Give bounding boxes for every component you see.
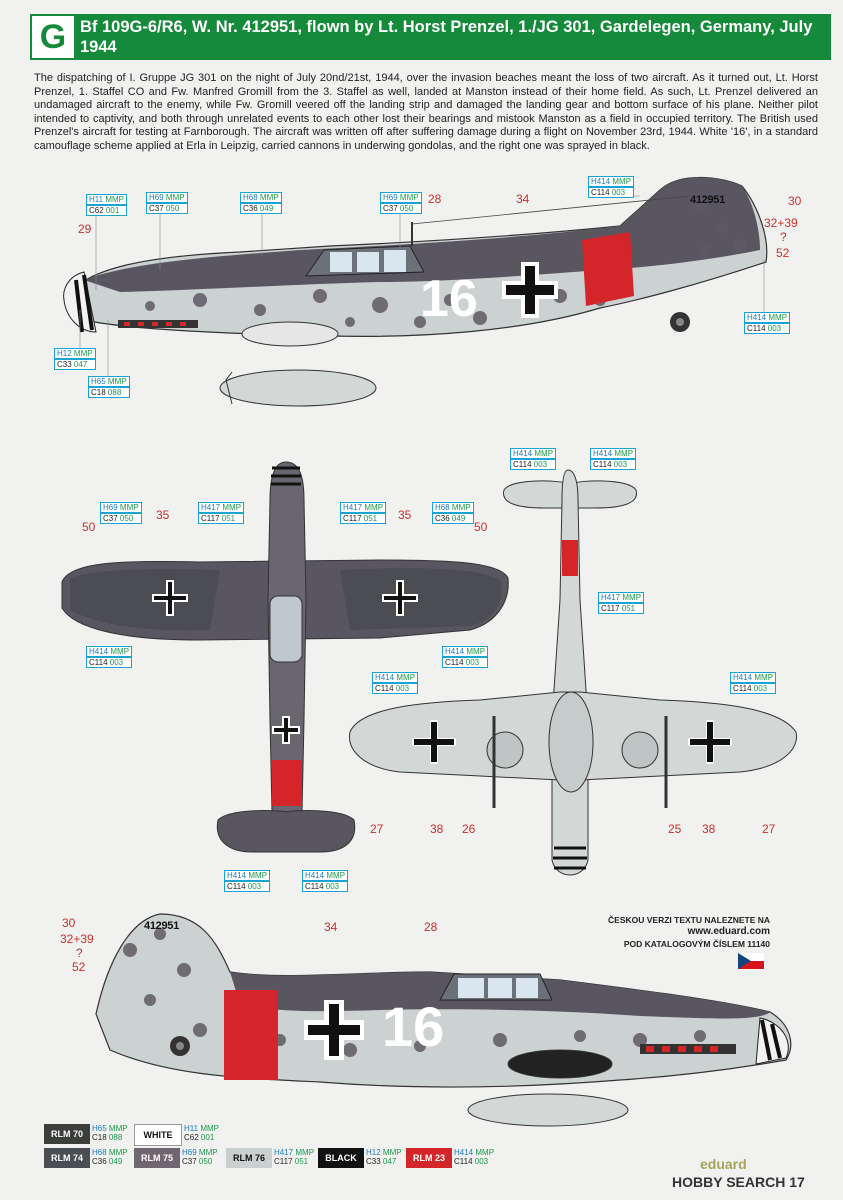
paint-callout: H417 MMP C117 051 [598,592,645,614]
legend-swatch: RLM 70 [44,1124,90,1144]
ref-number: 27 [762,822,776,836]
ref-number: 30 [788,194,802,208]
ref-number: 52 [776,246,790,260]
paint-callout: H69 MMP C37 050 [100,502,142,524]
side-view-right: 16 [95,913,792,1127]
paint-callout: H11 MMP C62 001 [86,194,127,216]
profile-letter-badge: G [32,16,74,58]
ref-number: 30 [62,916,76,930]
paint-callout: H414 MMP C114 003 [86,646,133,668]
top-view [61,461,509,853]
ref-number: 50 [474,520,488,534]
ref-number: 32+39 [60,932,94,946]
eduard-logo: eduard [700,1156,747,1172]
ref-number: 27 [370,822,384,836]
paint-callout: H414 MMP C114 003 [730,672,777,694]
ref-number: 35 [398,508,412,522]
paint-callout: H414 MMP C114 003 [744,312,791,334]
ref-number: 25 [668,822,682,836]
registration-left: 412951 [690,194,725,206]
registration-right: 412951 [144,920,179,932]
paint-callout: H417 MMP C117 051 [198,502,245,524]
paint-callout: H69 MMP C37 050 [146,192,188,214]
paint-callout: H68 MMP C36 049 [432,502,474,524]
paint-callout: H414 MMP C114 003 [442,646,489,668]
paint-callout: H417 MMP C117 051 [340,502,387,524]
ref-number: 28 [424,920,438,934]
side-view-left: 16 [63,176,768,407]
page-number: 17 [789,1174,805,1190]
eduard-link[interactable]: www.eduard.com [687,926,770,937]
watermark: HOBBY SEARCH 17 [672,1174,805,1190]
ref-number: ? [76,946,83,960]
legend-swatch: RLM 23 [406,1148,452,1168]
profile-header: G Bf 109G-6/R6, W. Nr. 412951, flown by … [30,14,831,60]
paint-callout: H414 MMP C114 003 [510,448,557,470]
history-paragraph: The dispatching of I. Gruppe JG 301 on t… [34,72,818,152]
ref-number: 38 [430,822,444,836]
ref-number: 28 [428,192,442,206]
ref-number: 38 [702,822,716,836]
legend-swatch: RLM 75 [134,1148,180,1168]
paint-callout: H69 MMP C37 050 [380,192,422,214]
paint-callout: H414 MMP C114 003 [588,176,635,198]
ref-number: 34 [516,192,530,206]
fuselage-number-right: 16 [382,995,444,1058]
ref-number: 29 [78,222,92,236]
paint-callout: H414 MMP C114 003 [590,448,637,470]
profile-title: Bf 109G-6/R6, W. Nr. 412951, flown by Lt… [80,18,813,56]
legend-swatch: WHITE [134,1124,182,1146]
czech-version-note: ČESKOU VERZI TEXTU NALEZNETE NA www.edua… [600,914,770,969]
ref-number: 35 [156,508,170,522]
bottom-view [348,469,797,876]
legend-swatch: RLM 76 [226,1148,272,1168]
ref-number: ? [780,230,787,244]
paint-callout: H414 MMP C114 003 [224,870,271,892]
ref-number: 32+39 [764,216,798,230]
ref-number: 50 [82,520,96,534]
paint-callout: H68 MMP C36 049 [240,192,282,214]
czech-flag-icon [738,953,764,969]
legend-swatch: BLACK [318,1148,364,1168]
paint-callout: H414 MMP C114 003 [302,870,349,892]
fuselage-number-left: 16 [420,270,478,328]
ref-number: 34 [324,920,338,934]
ref-number: 26 [462,822,476,836]
paint-callout: H12 MMP C33 047 [54,348,96,370]
paint-callout: H414 MMP C114 003 [372,672,419,694]
ref-number: 52 [72,960,86,974]
legend-swatch: RLM 74 [44,1148,90,1168]
paint-callout: H65 MMP C18 088 [88,376,130,398]
